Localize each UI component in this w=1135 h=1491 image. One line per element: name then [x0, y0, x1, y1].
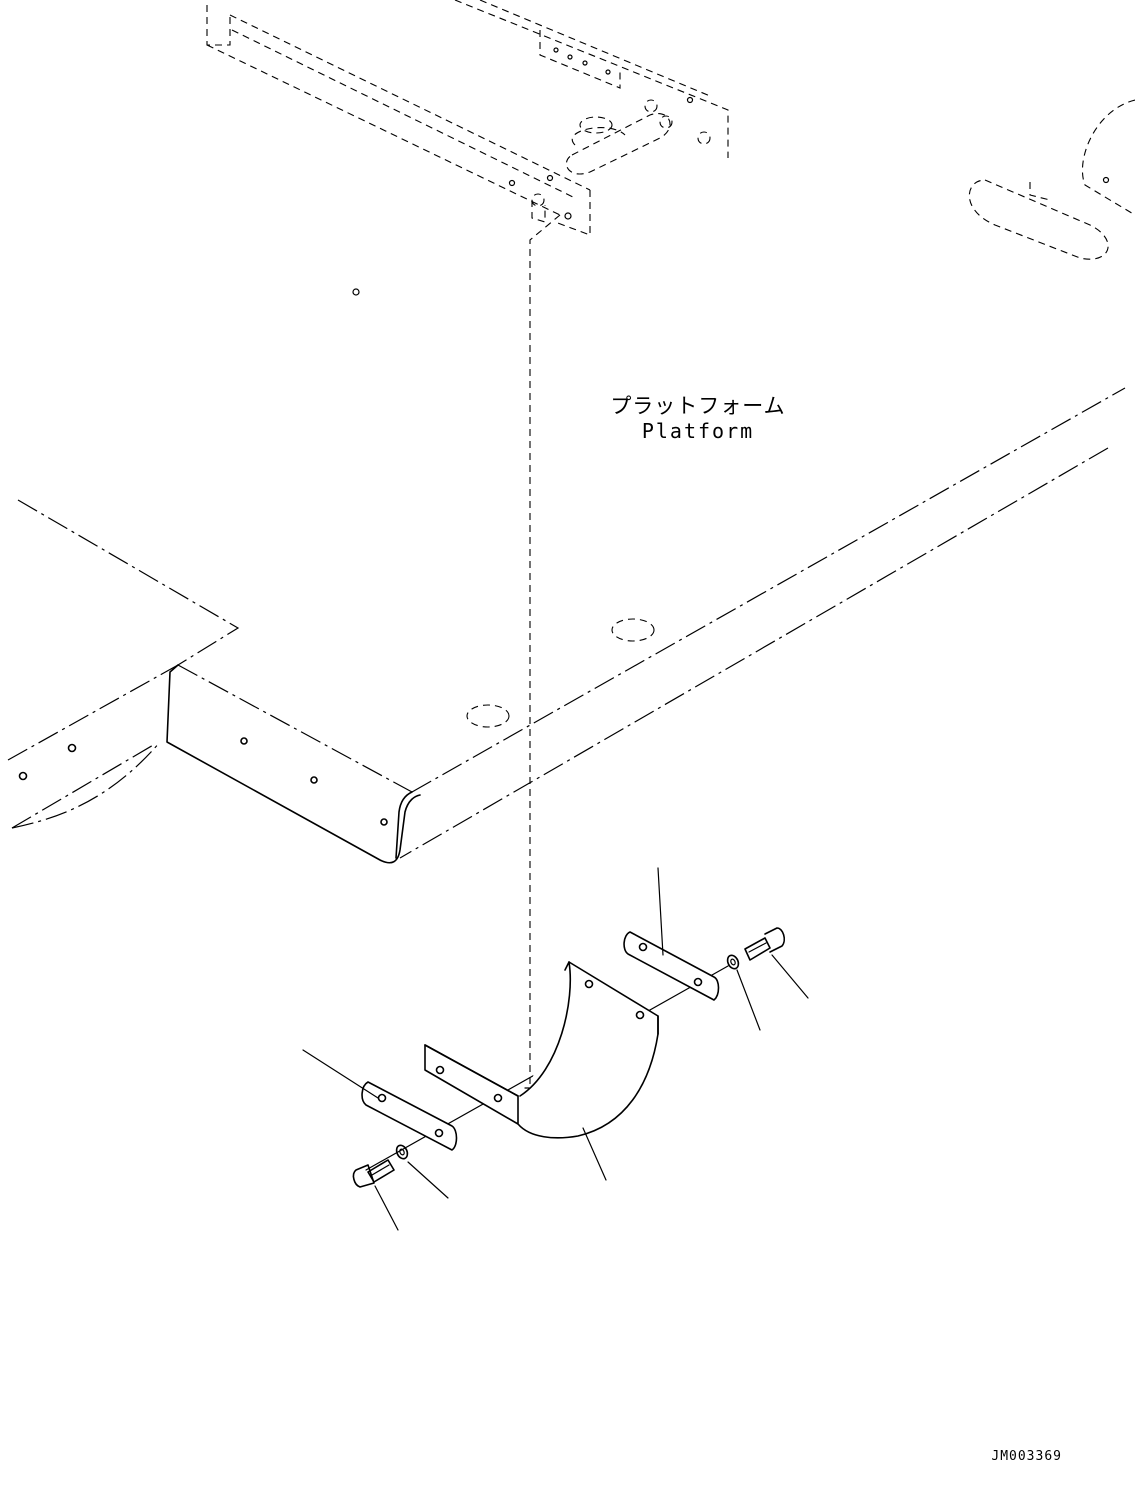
- right-bolt-assembly: [726, 927, 809, 1031]
- platform-label-en: Platform: [642, 419, 754, 443]
- left-plate: [302, 1049, 458, 1151]
- platform-plate: [7, 387, 1126, 864]
- platform-label-jp: プラットフォーム: [610, 394, 785, 418]
- right-plate: [623, 867, 720, 1001]
- cover-leader: [582, 1127, 607, 1181]
- upper-frame-hidden: [206, 0, 729, 1088]
- drawing-code: JM003369: [991, 1449, 1062, 1464]
- platform-label: プラットフォーム Platform: [610, 394, 785, 443]
- platform-hole: [352, 288, 360, 296]
- left-bolt-assembly: [352, 1144, 449, 1231]
- right-top-hidden: [968, 99, 1135, 260]
- curved-cover: [424, 961, 659, 1139]
